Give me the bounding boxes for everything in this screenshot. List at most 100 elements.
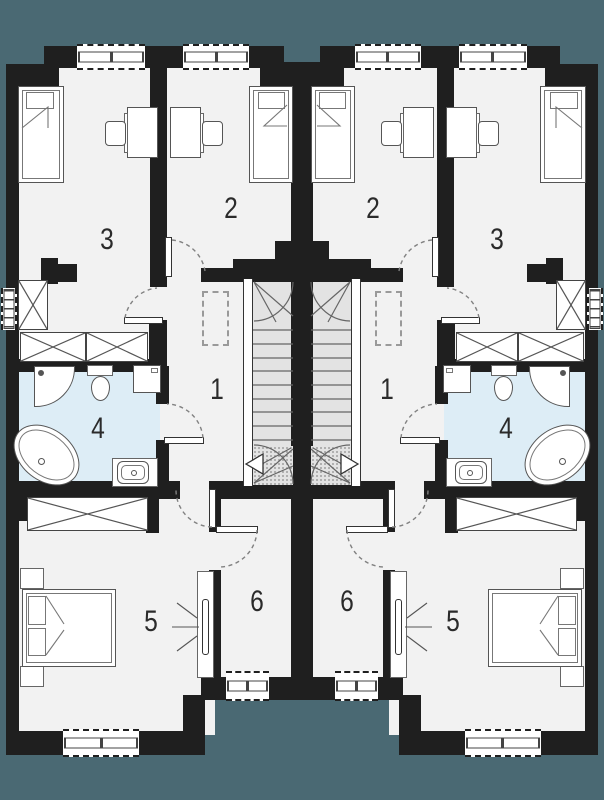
staircase-landing xyxy=(253,446,293,485)
mirror-ray-lines xyxy=(405,602,432,652)
wardrobe xyxy=(518,332,584,362)
office-chair xyxy=(202,121,223,146)
room-label-4-left: 4 xyxy=(91,412,105,445)
single-bed xyxy=(18,86,64,183)
floor xyxy=(160,400,168,442)
room-label-3-left: 3 xyxy=(100,223,114,256)
mirror-rays xyxy=(172,602,199,652)
room-label-3-right: 3 xyxy=(490,223,504,256)
room-label-1-left: 1 xyxy=(210,373,224,406)
unit-left xyxy=(0,0,302,800)
wall xyxy=(149,320,167,370)
bed-fold-lines xyxy=(316,104,583,656)
window-mullion xyxy=(99,738,103,748)
door-leaf xyxy=(165,237,172,277)
pillow xyxy=(258,92,285,109)
window xyxy=(63,729,139,757)
corner-shower xyxy=(34,366,75,407)
mirror-rays xyxy=(405,602,432,652)
stair-direction-arrow xyxy=(340,452,360,476)
floor xyxy=(176,483,216,502)
shower-head xyxy=(38,370,44,376)
plan-linework xyxy=(310,104,583,656)
wardrobe xyxy=(456,497,577,531)
bed-fold-lines xyxy=(21,104,288,656)
blanket-fold xyxy=(316,104,342,127)
washing-machine xyxy=(133,365,161,393)
stair-winders-top xyxy=(310,281,351,323)
stair-curve-bottom xyxy=(253,444,294,485)
stair-treads xyxy=(311,329,351,441)
stair-winders-bottom xyxy=(253,448,294,484)
stair-curve-top xyxy=(310,281,351,322)
door-arc xyxy=(398,239,433,272)
wall xyxy=(146,495,159,533)
door-leaf xyxy=(124,317,163,324)
window xyxy=(1,288,17,330)
window-frame xyxy=(3,289,15,329)
wall xyxy=(51,264,77,282)
door-leaf xyxy=(216,526,258,533)
wardrobe xyxy=(20,332,86,362)
stair-arrow-tail xyxy=(312,447,343,465)
door-arc xyxy=(124,287,158,319)
wardrobe xyxy=(27,497,148,531)
office-chair xyxy=(105,121,126,146)
single-bed xyxy=(249,86,293,183)
mirror xyxy=(202,599,209,655)
room-label-6-right: 6 xyxy=(340,585,354,618)
window-frame xyxy=(227,680,268,692)
toilet xyxy=(91,376,110,401)
void-outline xyxy=(202,291,229,346)
pillow xyxy=(28,628,46,656)
plan-linework xyxy=(21,104,294,656)
room-label-1-right: 1 xyxy=(380,373,394,406)
floor xyxy=(211,528,219,572)
room-label-5-left: 5 xyxy=(144,605,158,638)
window xyxy=(183,44,249,70)
door-arc xyxy=(175,489,213,528)
stair-arrow-tail xyxy=(261,447,292,465)
stair-treads xyxy=(253,329,293,441)
room-label-2-left: 2 xyxy=(224,192,238,225)
stair-direction-arrow xyxy=(244,452,264,476)
wardrobe xyxy=(456,332,518,362)
staircase xyxy=(244,281,294,485)
unit-right xyxy=(302,0,604,800)
wall xyxy=(15,495,29,521)
wall xyxy=(156,440,169,489)
wall xyxy=(6,83,19,755)
staircase-railing xyxy=(243,279,253,486)
window-mullion xyxy=(214,52,218,62)
blanket-fold xyxy=(555,105,583,129)
window-frame xyxy=(184,51,248,63)
blanket-fold xyxy=(21,105,49,129)
wall xyxy=(209,481,304,499)
staircase xyxy=(310,281,360,485)
door-leaf xyxy=(209,489,216,528)
window xyxy=(226,671,269,701)
room-label-4-right: 4 xyxy=(499,412,513,445)
mirror-ray-lines xyxy=(172,602,199,652)
wardrobe xyxy=(86,332,148,362)
door-leaf xyxy=(164,437,204,444)
stair-winders-top xyxy=(253,281,294,323)
pillow xyxy=(26,92,54,109)
double-bed xyxy=(22,589,116,667)
blanket-fold xyxy=(45,595,65,656)
door-arc xyxy=(171,239,206,272)
stair-winders-bottom xyxy=(310,448,351,484)
door-arcs xyxy=(346,239,480,568)
door-arc xyxy=(391,489,429,528)
bathtub-drain xyxy=(38,458,45,465)
room-label-5-right: 5 xyxy=(446,605,460,638)
door-arc xyxy=(166,403,204,439)
wardrobe xyxy=(18,280,48,330)
window-frame xyxy=(64,737,138,749)
window-mullion xyxy=(109,52,113,62)
window-mullion xyxy=(246,681,249,691)
washbasin-drain xyxy=(131,470,137,476)
stair-curve-bottom xyxy=(310,444,351,485)
toilet-cistern xyxy=(87,365,113,376)
